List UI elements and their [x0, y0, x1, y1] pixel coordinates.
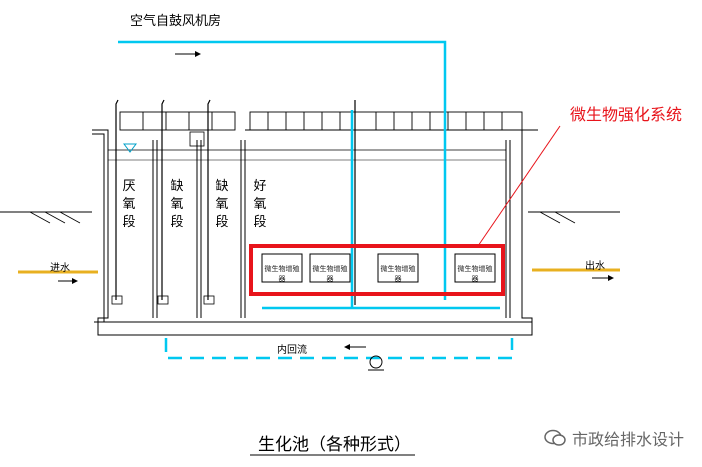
- air-blower-label: 空气自鼓风机房: [130, 14, 222, 29]
- inflow-label: 进水: [50, 263, 70, 274]
- highlight-box: [249, 244, 505, 296]
- railing: [119, 111, 523, 131]
- outflow-pipe: [532, 268, 620, 281]
- watermark: 市政给排水设计: [544, 426, 684, 450]
- internal-recycle-label: 内回流: [277, 345, 307, 356]
- microbe-box-label-2: 微生物增殖器: [312, 265, 348, 283]
- zone-label-2: 缺氧段: [170, 179, 184, 230]
- internal-recycle: [164, 338, 514, 360]
- tank-structure: [92, 129, 538, 336]
- ground-hatch-right: [539, 211, 576, 224]
- callout-line: [477, 125, 561, 247]
- microbe-box-label-3: 微生物增殖器: [380, 265, 416, 283]
- inflow-pipe: [18, 270, 98, 284]
- zone-label-1: 厌氧段: [122, 179, 136, 230]
- wechat-icon: [544, 429, 566, 446]
- microbe-box-label-1: 微生物增殖器: [264, 265, 300, 283]
- mixers: [111, 99, 215, 305]
- zone-label-4: 好氧段: [253, 179, 267, 230]
- pump-icon: [368, 355, 384, 371]
- water-level-icon: [123, 143, 137, 153]
- zone-label-3: 缺氧段: [215, 179, 229, 230]
- outflow-label: 出水: [585, 261, 605, 272]
- diagram-caption: 生化池（各种形式）: [258, 435, 411, 455]
- air-pipe: [118, 40, 500, 310]
- watermark-text: 市政给排水设计: [571, 430, 684, 449]
- ground-hatch-left: [29, 211, 81, 224]
- microbe-box-label-4: 微生物增殖器: [457, 265, 493, 283]
- highlight-label: 微生物强化系统: [570, 105, 683, 124]
- microbe-boxes: [261, 253, 496, 283]
